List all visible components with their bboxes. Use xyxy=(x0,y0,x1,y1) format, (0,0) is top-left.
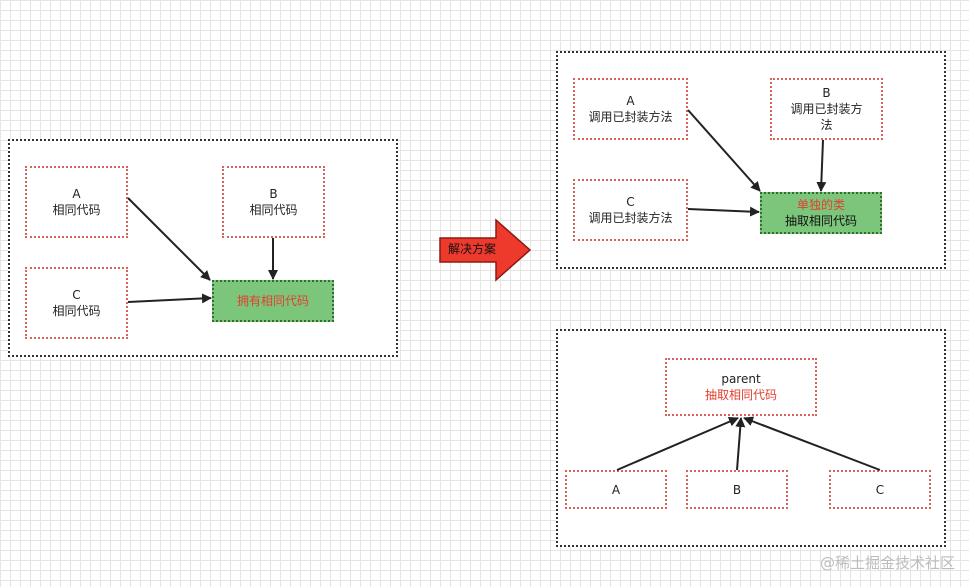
separate-class-node[interactable]: 单独的类 抽取相同代码 xyxy=(760,192,882,234)
node-a-letter: A xyxy=(72,187,81,201)
sol1-node-b-letter: B xyxy=(822,86,831,100)
sol1-node-a-text: 调用已封装方法 xyxy=(588,110,673,124)
child-node-a[interactable]: A xyxy=(565,470,667,509)
child-c-label: C xyxy=(875,482,885,497)
node-b-letter: B xyxy=(269,187,278,201)
child-a-label: A xyxy=(611,482,621,497)
sol1-node-b-text-wrap: 法 xyxy=(820,118,833,132)
sol1-node-c-text: 调用已封装方法 xyxy=(588,211,673,225)
node-c[interactable]: C 相同代码 xyxy=(25,267,128,339)
child-node-c[interactable]: C xyxy=(829,470,931,509)
node-a-text: 相同代码 xyxy=(52,203,101,217)
parent-title: parent xyxy=(721,372,761,386)
sol1-node-c-letter: C xyxy=(626,195,635,209)
shared-code-label: 拥有相同代码 xyxy=(236,294,309,308)
sol1-node-c[interactable]: C 调用已封装方法 xyxy=(573,179,688,241)
solution-arrow-label: 解决方案 xyxy=(448,242,497,256)
node-c-text: 相同代码 xyxy=(52,304,101,318)
node-b[interactable]: B 相同代码 xyxy=(222,166,325,238)
child-node-b[interactable]: B xyxy=(686,470,788,509)
separate-class-text: 抽取相同代码 xyxy=(784,214,857,228)
node-a[interactable]: A 相同代码 xyxy=(25,166,128,238)
sol1-node-b[interactable]: B 调用已封装方 法 xyxy=(770,78,883,140)
separate-class-title: 单独的类 xyxy=(796,198,845,212)
watermark: @稀土掘金技术社区 xyxy=(819,554,955,572)
parent-text: 抽取相同代码 xyxy=(704,388,777,402)
sol1-node-b-text: 调用已封装方 xyxy=(790,102,863,116)
child-b-label: B xyxy=(732,482,742,497)
parent-node[interactable]: parent 抽取相同代码 xyxy=(665,358,817,416)
sol1-node-a-letter: A xyxy=(626,94,635,108)
node-c-letter: C xyxy=(72,288,81,302)
sol1-node-a[interactable]: A 调用已封装方法 xyxy=(573,78,688,140)
node-b-text: 相同代码 xyxy=(249,203,298,217)
shared-code-node[interactable]: 拥有相同代码 xyxy=(212,280,334,322)
